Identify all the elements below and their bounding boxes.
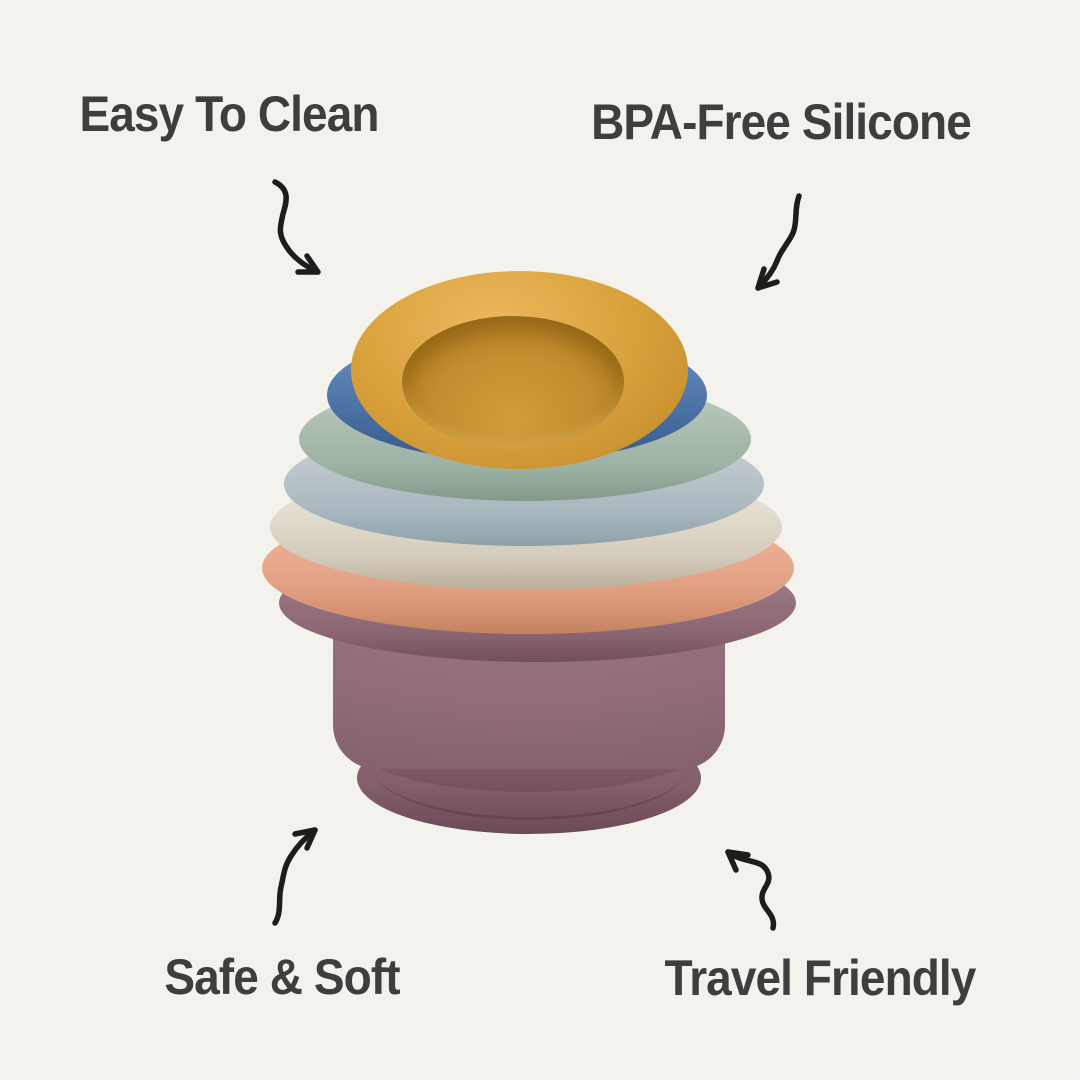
feature-label-easy-to-clean: Easy To Clean [79, 86, 379, 142]
feature-label-travel-friendly: Travel Friendly [664, 950, 977, 1006]
plum-cup-ridge-line [372, 712, 688, 820]
feature-label-safe-and-soft: Safe & Soft [164, 949, 400, 1005]
yellow-cup-opening [402, 316, 624, 448]
feature-label-bpa-free-silicone: BPA-Free Silicone [591, 94, 972, 150]
